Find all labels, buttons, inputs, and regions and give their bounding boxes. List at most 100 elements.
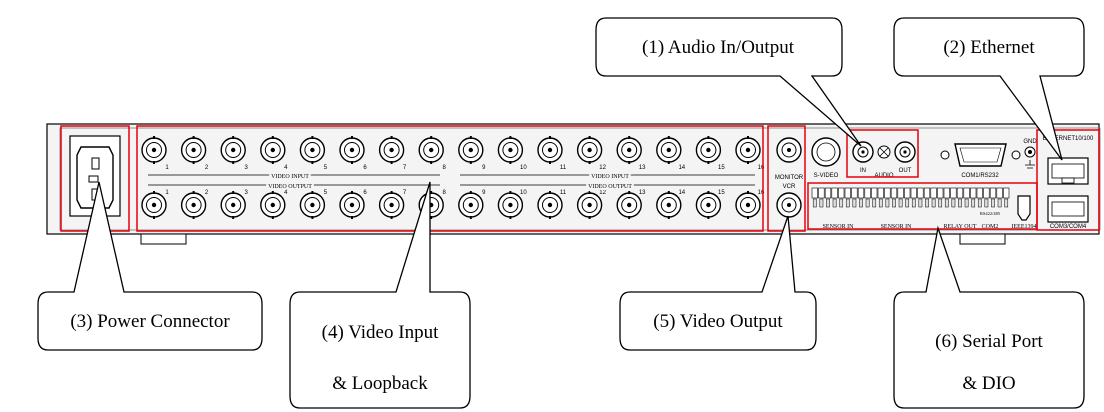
com1-connector: COM1/RS232 [940, 143, 1021, 179]
terminal-pin [970, 187, 977, 199]
dio-labels: SENSOR IN SENSOR IN RELAY OUT RS422/485 … [823, 211, 1037, 230]
terminal-pin [910, 187, 917, 199]
video-output-bnc-5 [299, 191, 326, 219]
output-channel-number: 14 [678, 190, 685, 196]
input-channel-number: 2 [205, 165, 209, 171]
terminal-pin [838, 187, 845, 199]
input-channel-number: 12 [599, 165, 606, 171]
terminal-screw [997, 198, 1002, 208]
ethernet-label: ETHERNET10/100 [1043, 136, 1094, 142]
callout-serial-text-2: & DIO [962, 373, 1015, 394]
callout-video-input-text-2: & Loopback [332, 373, 428, 394]
video-input-bnc-15 [695, 136, 722, 164]
output-channel-number: 10 [520, 190, 527, 196]
output-channel-number: 9 [482, 190, 486, 196]
input-channel-number: 3 [245, 165, 249, 171]
terminal-screw [958, 198, 962, 208]
video-output-bnc-13 [616, 191, 642, 219]
output-channel-number: 13 [639, 190, 646, 196]
video-input-bnc-13 [616, 136, 642, 164]
callout-serial-dio: (6) Serial Port & DIO [893, 225, 1085, 409]
video-output-bnc-14 [656, 191, 682, 219]
gnd-terminal: GND [1023, 139, 1037, 169]
terminal-pin [818, 187, 825, 199]
callout-ethernet-text: (2) Ethernet [943, 37, 1035, 58]
terminal-screw [977, 198, 982, 208]
terminal-screw [826, 198, 830, 208]
dio-terminal-block [811, 187, 1010, 208]
terminal-pin [844, 187, 851, 199]
input-channel-number: 5 [324, 165, 328, 171]
input-channel-number: 8 [443, 165, 447, 171]
terminal-screw [971, 198, 976, 208]
video-output-bnc-6 [339, 191, 365, 219]
terminal-screw [918, 198, 923, 208]
terminal-screw [839, 198, 844, 208]
callout-ethernet: (2) Ethernet [893, 17, 1085, 161]
terminal-pin [923, 187, 931, 199]
com3-com4-port: COM3/COM4 [1047, 195, 1089, 230]
terminal-pin [963, 187, 970, 199]
input-channel-number: 10 [520, 165, 527, 171]
callout-video-output-text: (5) Video Output [653, 311, 783, 332]
audio-label: AUDIO [874, 173, 893, 179]
output-channel-number: 3 [245, 190, 249, 196]
terminal-screw [898, 198, 903, 208]
terminal-screw [911, 198, 916, 208]
video-output-bnc-12 [576, 191, 603, 219]
terminal-screw [905, 198, 910, 208]
terminal-pin [937, 187, 944, 199]
input-channel-number: 6 [363, 165, 367, 171]
terminal-pin [897, 187, 904, 199]
highlight-ethernet [1036, 129, 1100, 231]
audio-out-label: OUT [899, 168, 912, 174]
video-input-bnc-2 [180, 136, 207, 164]
video-input-bnc-6 [339, 136, 365, 164]
terminal-screw [819, 198, 824, 208]
output-channel-number: 6 [363, 190, 367, 196]
device-chassis [46, 123, 1101, 245]
video-output-label-1: VIDEO OUTPUT [268, 184, 312, 190]
video-output-bnc-9 [458, 191, 484, 219]
video-output-bnc-3 [220, 191, 246, 219]
svideo-connector: S-VIDEO [811, 137, 841, 179]
monitor-vcr-connectors: MONITOR VCR [775, 137, 804, 218]
video-output-bnc-11 [537, 191, 563, 219]
ethernet-port: ETHERNET10/100 [1043, 136, 1094, 185]
panel-labels: VIDEO INPUT VIDEO INPUT VIDEO OUTPUT VID… [148, 172, 755, 192]
terminal-pin [884, 187, 891, 199]
video-input-bnc-3 [220, 136, 246, 164]
vcr-label: VCR [783, 184, 796, 190]
highlight-boxes [60, 125, 1100, 232]
com2-sub-label: RS422/485 [980, 211, 1001, 216]
video-input-bnc-12 [576, 136, 603, 164]
callout-power-text: (3) Power Connector [70, 311, 230, 332]
video-input-label-2: VIDEO INPUT [591, 174, 629, 180]
input-channel-number: 4 [284, 165, 288, 171]
video-input-bnc-10 [497, 136, 524, 164]
output-channel-number: 2 [205, 190, 209, 196]
video-output-bnc-16 [735, 191, 761, 219]
gnd-label: GND [1023, 139, 1037, 145]
terminal-screw [852, 198, 857, 208]
terminal-pin [811, 187, 818, 199]
terminal-pin [917, 187, 924, 199]
input-channel-number: 13 [639, 165, 646, 171]
terminal-screw [984, 198, 989, 208]
terminal-screw [1004, 198, 1009, 208]
terminal-screw [872, 198, 877, 208]
callout-serial-text-1: (6) Serial Port [935, 331, 1043, 352]
video-input-bnc-11 [537, 136, 563, 164]
callout-video-output: (5) Video Output [619, 215, 817, 351]
callout-audio: (1) Audio In/Output [595, 17, 862, 147]
output-channel-number: 8 [443, 190, 447, 196]
terminal-screw [878, 198, 883, 208]
video-input-bnc-14 [656, 136, 682, 164]
highlight-serial-dio [807, 182, 1038, 230]
video-output-bnc-2 [180, 191, 207, 219]
terminal-pin [824, 187, 832, 199]
input-channel-number: 7 [403, 165, 407, 171]
